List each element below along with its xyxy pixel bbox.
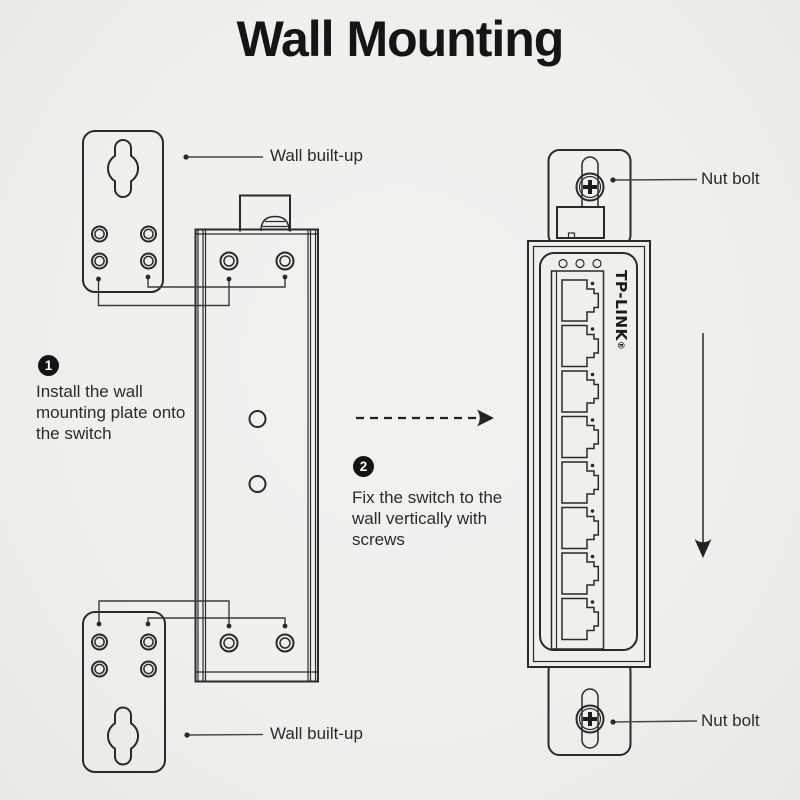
plate-hole [140,225,157,243]
plate-hole [91,252,108,270]
ground-terminal-icon [260,215,290,232]
slide-direction-arrow [356,409,494,427]
vent-hole [248,475,267,493]
step-1-text: Install the wall mounting plate onto the… [36,382,186,443]
plate-hole [140,660,157,678]
switch-screw-hole [219,633,239,653]
status-led [592,258,602,269]
callout-wall-built-up-bottom: Wall built-up [270,724,363,743]
switch-body [527,240,651,668]
arrowhead-right-icon [477,409,494,427]
mounted-assembly: TP-LINK® [527,149,651,756]
switch-front-view: TP-LINK® [527,240,651,668]
mount-plate-top [547,149,632,247]
step-1-badge: 1 [38,355,59,376]
page-title: Wall Mounting [236,11,565,67]
wall-plate-bottom [82,611,166,773]
callout-wall-built-up-top: Wall built-up [270,146,363,165]
wall-plate-top [82,130,164,293]
vent-hole [248,410,267,428]
faceplate [539,252,638,651]
switch-screw-hole [219,251,239,271]
keyhole-slot-icon [581,688,599,749]
port-channel [550,270,605,650]
step-2-badge: 2 [353,456,374,477]
switch-body [194,228,319,683]
plate-hole [91,660,108,678]
plate-hole [140,252,157,270]
plate-hole [140,633,157,651]
arrowhead-down-icon [694,539,712,558]
nut-bolt-icon [574,171,606,203]
down-direction-arrow [694,333,712,558]
terminal-box [239,194,291,232]
switch-screw-hole [275,633,295,653]
mount-plate-bottom [547,659,632,756]
keyhole-slot-icon [106,139,140,198]
switch-side-view [194,194,319,683]
brand-logo: TP-LINK® [612,270,630,350]
plate-hole [91,633,108,651]
plate-hole [91,225,108,243]
mount-tab [556,206,605,239]
callout-leaders [183,154,698,738]
callout-nut-bolt-top: Nut bolt [701,169,760,188]
status-led [575,258,585,269]
nut-bolt-icon [574,703,606,735]
alignment-connectors [96,274,288,629]
callout-nut-bolt-bottom: Nut bolt [701,711,760,730]
switch-screw-hole [275,251,295,271]
keyhole-slot-icon [106,706,140,766]
status-led [558,258,568,269]
status-led-row [558,258,602,269]
step-2-text: Fix the switch to the wall vertically wi… [352,488,503,549]
